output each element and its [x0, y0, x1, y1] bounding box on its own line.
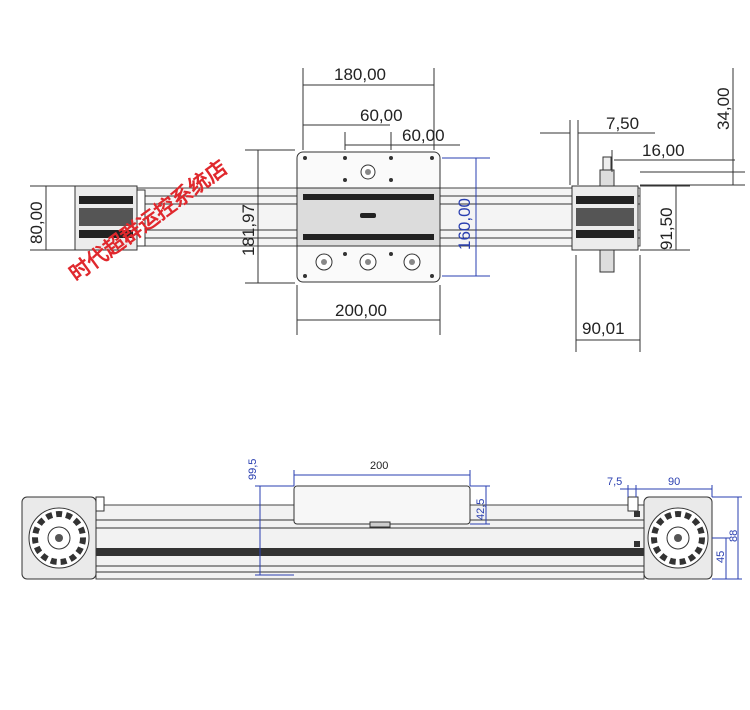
- carriage-block-side: [293, 485, 471, 528]
- top-dimension-lines: [30, 68, 745, 352]
- side-view: 99,5 200 42,5 7,5 90 88 45: [21, 459, 742, 580]
- dim-plate-thickness: 42,5: [475, 499, 487, 520]
- dim-offset-a: 7,50: [606, 114, 639, 133]
- right-end-block-top: [571, 156, 639, 273]
- dim-side-end-block-width: 90: [668, 476, 680, 488]
- dim-hole-pitch-b: 60,00: [402, 126, 445, 145]
- dim-side-plate-width: 200: [370, 460, 388, 472]
- left-end-cap-side: [21, 496, 105, 580]
- right-end-cap-side: [627, 496, 713, 580]
- dim-end-block-width: 90,01: [582, 319, 625, 338]
- dim-offset-b: 16,00: [642, 141, 685, 160]
- left-end-block-top: [74, 185, 146, 251]
- top-view: 180,00 60,00 60,00 200,00 90,01 7,50 16,…: [27, 65, 745, 352]
- top-dimension-texts: 180,00 60,00 60,00 200,00 90,01 7,50 16,…: [27, 65, 733, 338]
- side-dimension-texts: 99,5 200 42,5 7,5 90 88 45: [247, 459, 740, 563]
- dim-end-height: 80,00: [27, 201, 46, 244]
- dim-total-height: 99,5: [247, 459, 259, 480]
- dim-axis-height: 45: [715, 551, 727, 563]
- dim-motor-block-height: 91,50: [657, 207, 676, 250]
- dim-plate-width: 200,00: [335, 301, 387, 320]
- carriage-plate-top: [296, 151, 441, 283]
- dim-plate-height: 160,00: [455, 198, 474, 250]
- dim-carriage-height: 181,97: [239, 204, 258, 256]
- side-dimension-lines: [255, 470, 742, 580]
- dim-carriage-span: 180,00: [334, 65, 386, 84]
- dim-shaft-height: 34,00: [714, 87, 733, 130]
- dim-hole-pitch-a: 60,00: [360, 106, 403, 125]
- dim-gap: 7,5: [607, 476, 622, 488]
- dim-block-height: 88: [728, 530, 740, 542]
